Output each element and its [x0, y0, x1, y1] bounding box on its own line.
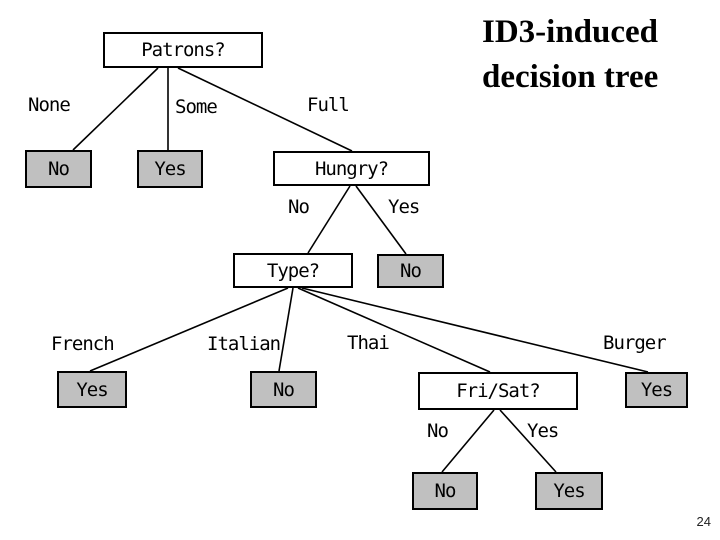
branch-label-frisat-yes: Yes [527, 420, 559, 442]
branch-label-burger: Burger [603, 332, 667, 354]
edge-frisat-yes [499, 409, 557, 473]
branch-label-some: Some [175, 96, 218, 118]
node-french-yes: Yes [57, 371, 127, 408]
node-frisat: Fri/Sat? [418, 372, 578, 410]
slide-title-line-2: decision tree [482, 59, 659, 95]
edge-type-italian [278, 287, 294, 372]
node-some-yes: Yes [137, 150, 203, 188]
edge-frisat-no [441, 409, 495, 473]
edge-hungry-yes [355, 185, 407, 255]
edge-type-thai [297, 287, 491, 373]
slide-title-line-1: ID3-induced [482, 14, 659, 50]
node-italian-no: No [250, 371, 317, 408]
branch-label-none: None [28, 94, 71, 116]
node-type: Type? [233, 253, 353, 288]
page-number: 24 [696, 514, 711, 529]
edge-patrons-none [72, 67, 159, 151]
branch-label-italian: Italian [207, 333, 281, 355]
node-burger-yes: Yes [625, 372, 688, 408]
branch-label-hungry-no: No [288, 196, 310, 218]
node-frisat-yes-yes: Yes [535, 472, 603, 510]
branch-label-hungry-yes: Yes [388, 196, 420, 218]
node-hungry: Hungry? [273, 151, 430, 186]
branch-label-frisat-no: No [427, 420, 449, 442]
edge-hungry-no [307, 185, 351, 254]
branch-label-thai: Thai [347, 332, 390, 354]
slide-title: ID3-induced decision tree [482, 10, 720, 100]
edge-type-french [89, 287, 289, 372]
node-none-no: No [25, 150, 92, 188]
node-patrons: Patrons? [103, 32, 263, 68]
branch-label-full: Full [307, 94, 350, 116]
node-hungry-yes-no: No [377, 254, 444, 288]
edge-patrons-full [177, 67, 353, 152]
branch-label-french: French [51, 333, 115, 355]
edge-type-burger [301, 287, 649, 373]
node-frisat-no-no: No [412, 472, 478, 510]
